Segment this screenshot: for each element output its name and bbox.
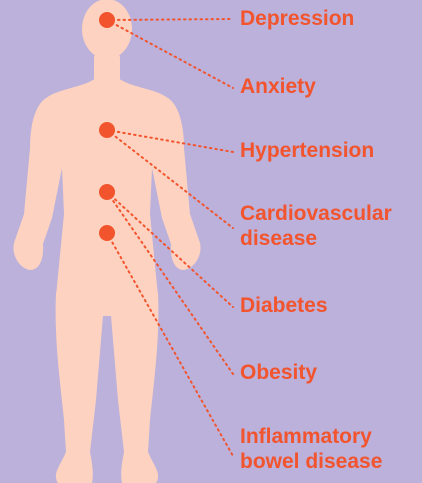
label-depression: Depression xyxy=(240,6,354,31)
label-obesity: Obesity xyxy=(240,360,317,385)
label-cardiovascular-disease: Cardiovascular disease xyxy=(240,201,392,251)
head xyxy=(82,0,132,59)
marker-dot-depression xyxy=(99,12,115,28)
marker-dot-ibd xyxy=(99,225,115,241)
marker-dot-diabetes xyxy=(99,184,115,200)
marker-dot-hypertension xyxy=(99,122,115,138)
label-diabetes: Diabetes xyxy=(240,293,328,318)
label-inflammatory-bowel-disease: Inflammatory bowel disease xyxy=(240,424,382,474)
label-anxiety: Anxiety xyxy=(240,74,316,99)
label-hypertension: Hypertension xyxy=(240,138,374,163)
